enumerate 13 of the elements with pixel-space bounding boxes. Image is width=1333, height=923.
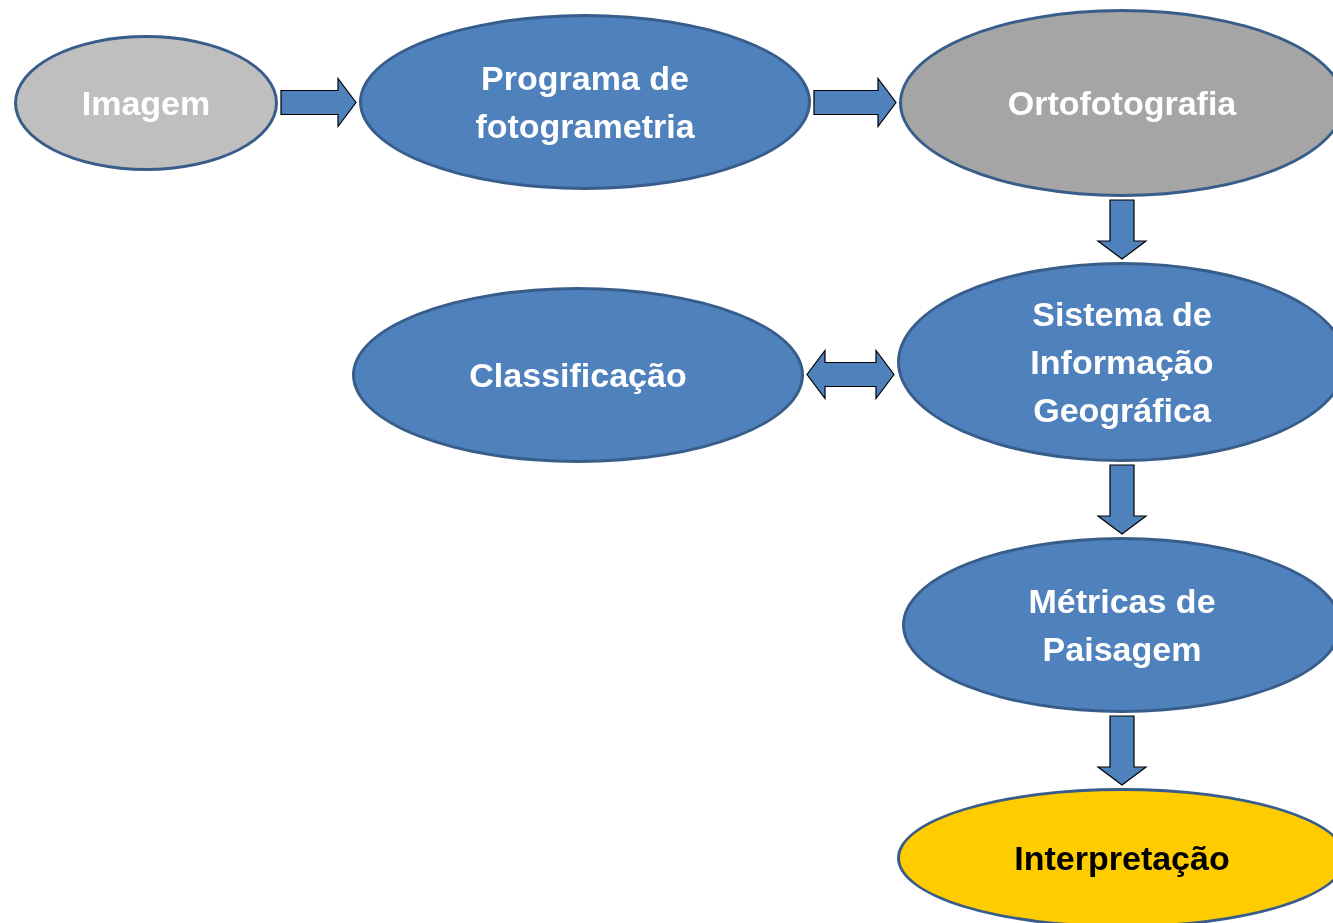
block-arrow bbox=[806, 348, 895, 401]
node-label: Métricas de Paisagem bbox=[1027, 581, 1217, 670]
node-label: Interpretação bbox=[1013, 838, 1231, 879]
block-arrow bbox=[1096, 715, 1148, 786]
node-label: Sistema de Informação Geográfica bbox=[1029, 294, 1215, 431]
node-label: Ortofotografia bbox=[1006, 83, 1238, 124]
block-arrow bbox=[813, 76, 897, 129]
node-label: Classificação bbox=[468, 355, 688, 396]
node-label: Imagem bbox=[80, 83, 212, 124]
block-arrow bbox=[1096, 199, 1148, 260]
block-arrow bbox=[1096, 464, 1148, 535]
block-arrow bbox=[280, 76, 357, 129]
node-label: Programa de fotogrametria bbox=[474, 58, 696, 147]
